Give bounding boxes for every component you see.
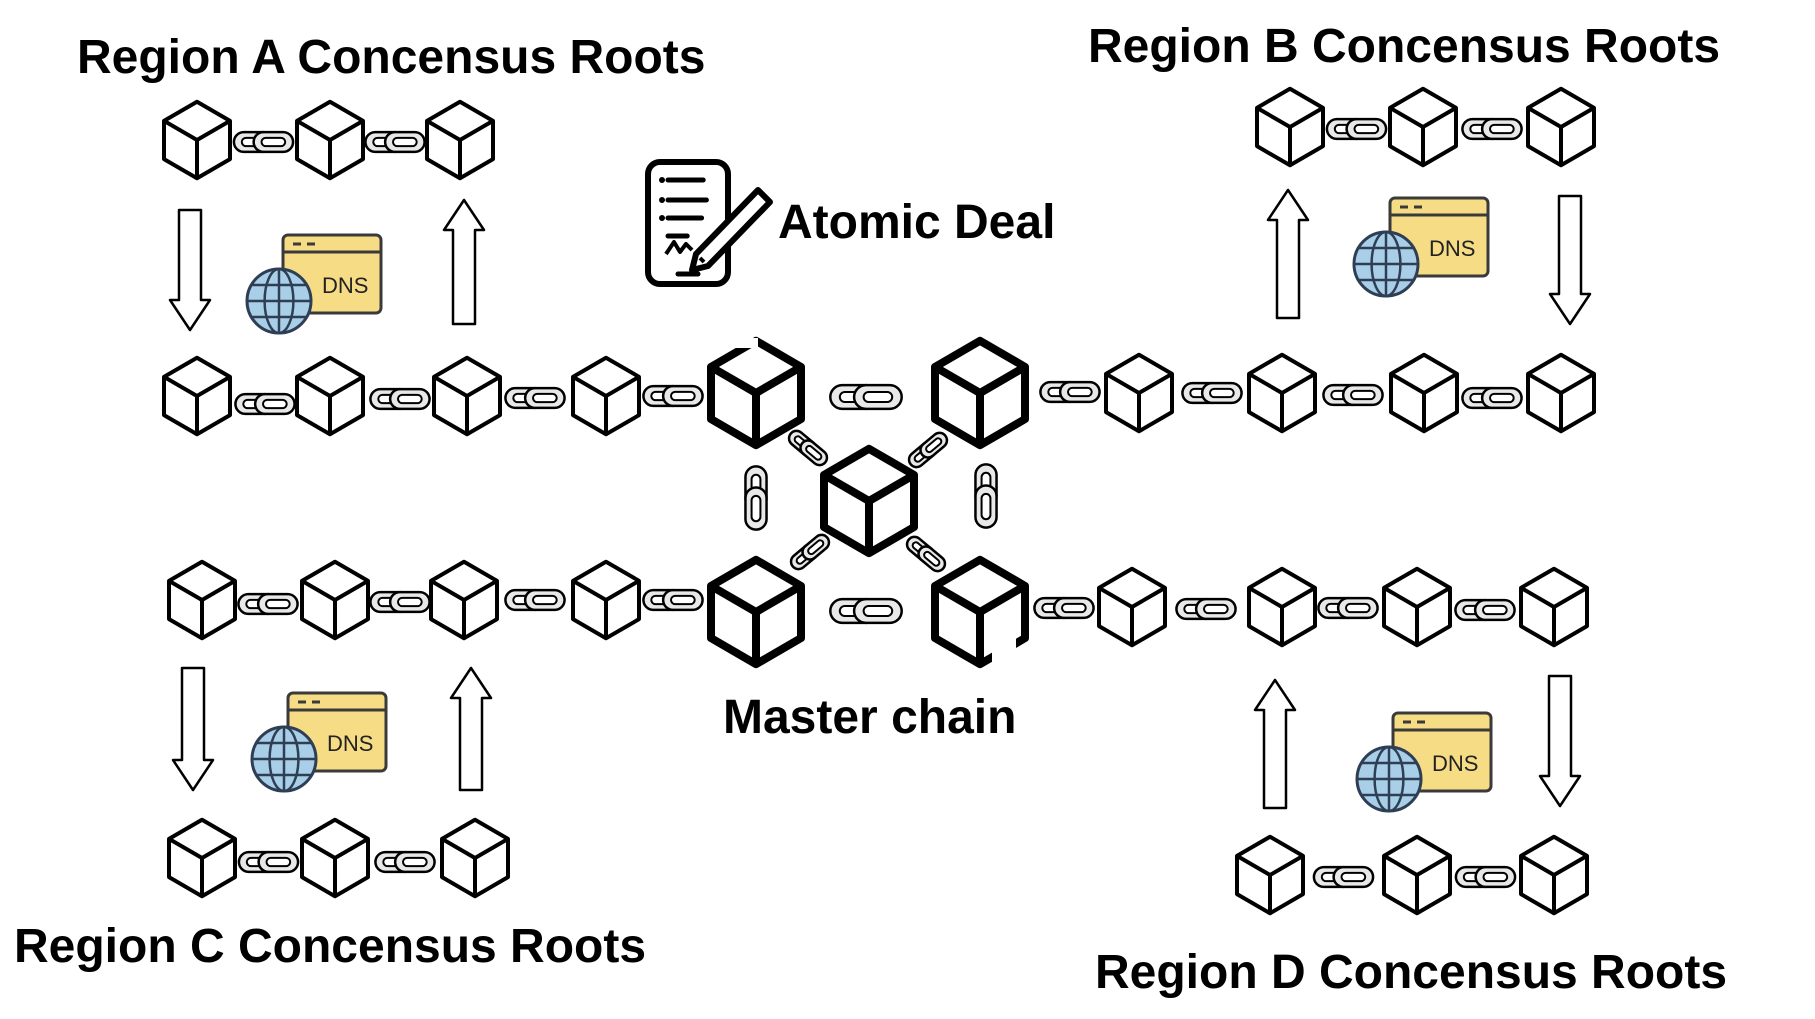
cube-icon (1247, 352, 1317, 434)
chain-link-icon (1461, 117, 1523, 141)
cube-icon (1247, 566, 1317, 648)
chain-link-icon (234, 392, 296, 416)
master-chain-label: Master chain (723, 691, 1016, 744)
chain-link-icon (1312, 865, 1375, 889)
arrow-up-icon (442, 198, 486, 326)
chain-link-icon (1039, 380, 1101, 404)
chain-link-icon (1175, 597, 1237, 621)
chain-link-icon (364, 130, 426, 154)
cube-icon (1526, 86, 1596, 168)
dns-label: DNS (322, 273, 368, 298)
chain-link-icon (1454, 598, 1516, 622)
cube-icon (1519, 566, 1589, 648)
chain-link-icon (642, 384, 704, 408)
contract-signature-icon (645, 159, 773, 287)
dns-globe-icon: DNS (1355, 711, 1493, 813)
contract-layer (645, 159, 773, 287)
chain-link-icon (642, 588, 704, 612)
region-b-title: Region B Concensus Roots (1088, 20, 1720, 73)
arrow-up-icon (1253, 678, 1297, 810)
cube-icon (1097, 566, 1167, 648)
cube-icon (1526, 352, 1596, 434)
cube-icon (162, 355, 232, 437)
chain-link-icon (905, 535, 947, 573)
arrow-down-icon (171, 666, 215, 792)
cube-icon (440, 817, 510, 899)
globe-icon (250, 725, 318, 793)
cube-icon (432, 355, 502, 437)
cube-icon (1104, 352, 1174, 434)
chain-link-icon (1181, 381, 1243, 405)
cube-icon (425, 99, 495, 181)
master-cube-lower-right (931, 555, 1029, 669)
chain-link-icon (1322, 383, 1384, 407)
cube-icon (1389, 352, 1459, 434)
chain-link-icon (787, 429, 829, 467)
cube-icon (167, 559, 237, 641)
dns-globe-icon: DNS (250, 691, 388, 793)
chain-link-icon (237, 592, 299, 616)
links-layer (232, 117, 1523, 889)
cube-icon (162, 99, 232, 181)
dns-layer: DNS DNS DNS DNS (245, 196, 1493, 813)
chain-link-icon (1317, 596, 1379, 620)
cube-icon (571, 559, 641, 641)
chain-link-icon (744, 465, 768, 531)
arrow-up-icon (449, 666, 493, 792)
dns-label: DNS (327, 731, 373, 756)
blocks-layer (162, 86, 1596, 916)
chain-link-icon (829, 383, 903, 411)
cube-icon (1255, 86, 1325, 168)
region-d-title: Region D Concensus Roots (1095, 946, 1727, 999)
master-cube-upper-right (931, 336, 1029, 450)
chain-link-icon (1325, 117, 1388, 141)
chain-link-icon (369, 387, 431, 411)
chain-link-icon (504, 588, 566, 612)
chain-link-icon (374, 850, 436, 874)
arrow-down-icon (1538, 674, 1582, 808)
cube-icon (1235, 834, 1305, 916)
cube-icon (295, 355, 365, 437)
dns-globe-icon: DNS (245, 233, 383, 335)
cube-icon (167, 817, 237, 899)
master-cube-center (820, 444, 918, 558)
chain-link-icon (829, 597, 903, 625)
chain-link-icon (504, 386, 566, 410)
cube-icon (1519, 834, 1589, 916)
chain-link-icon (907, 431, 949, 469)
chain-link-icon (237, 850, 300, 874)
cube-icon (1388, 86, 1458, 168)
chain-link-icon (1454, 865, 1517, 889)
arrow-down-icon (1548, 194, 1592, 326)
arrow-down-icon (168, 208, 212, 332)
globe-icon (1352, 230, 1420, 298)
cube-icon (1382, 834, 1452, 916)
region-a-title: Region A Concensus Roots (77, 31, 705, 84)
dns-globe-icon: DNS (1352, 196, 1490, 298)
cube-icon (1382, 566, 1452, 648)
chain-link-icon (1461, 386, 1523, 410)
arrows-layer (168, 188, 1592, 810)
cube-icon (295, 99, 365, 181)
arrow-up-icon (1266, 188, 1310, 320)
dns-label: DNS (1429, 236, 1475, 261)
chain-link-icon (789, 533, 831, 571)
cube-icon (571, 355, 641, 437)
dns-label: DNS (1432, 751, 1478, 776)
master-cube-lower-left (707, 555, 805, 669)
chain-link-icon (974, 463, 998, 529)
globe-icon (245, 267, 313, 335)
chain-link-icon (1033, 596, 1095, 620)
chain-link-icon (232, 130, 295, 154)
cube-icon (300, 817, 370, 899)
globe-icon (1355, 745, 1423, 813)
chain-link-icon (369, 590, 431, 614)
master-cube-upper-left (707, 336, 805, 450)
region-c-title: Region C Concensus Roots (14, 920, 646, 973)
atomic-deal-label: Atomic Deal (778, 196, 1055, 249)
cube-icon (429, 559, 499, 641)
cube-icon (300, 559, 370, 641)
